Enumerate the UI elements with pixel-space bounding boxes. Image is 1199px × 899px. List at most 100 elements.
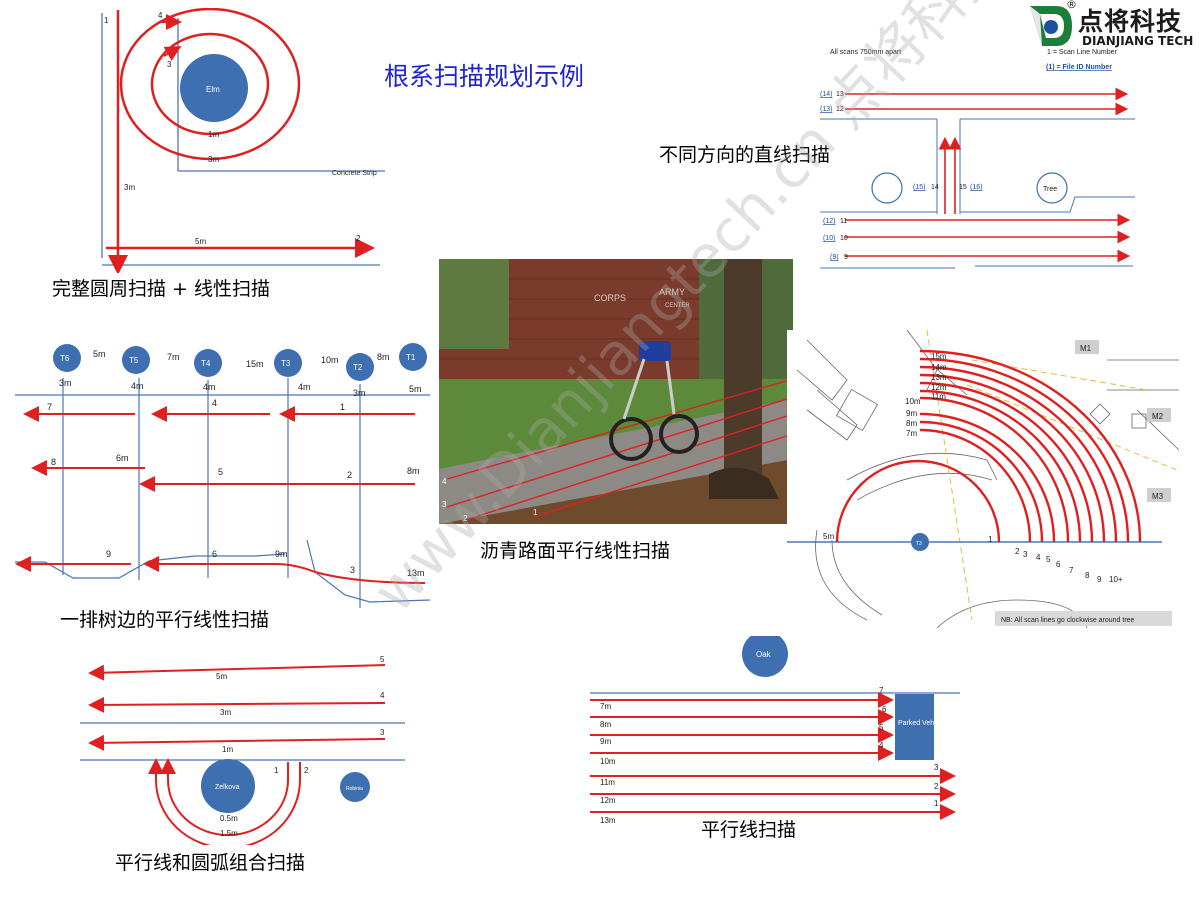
- svg-text:3m: 3m: [220, 708, 231, 717]
- asphalt-scan-photo: CORPS ARMY CENTER 4 3 2 1: [439, 259, 793, 524]
- svg-text:10m: 10m: [905, 397, 921, 406]
- caption-parallel-scan: 平行线扫描: [701, 819, 797, 841]
- svg-text:3: 3: [442, 500, 447, 509]
- svg-text:3: 3: [350, 565, 355, 575]
- diagram-arc-map: T3 5m 15m 14m 13m 12m 11m 10m 9m 8m 7m M…: [787, 330, 1179, 628]
- svg-text:13: 13: [836, 91, 844, 98]
- svg-text:14m: 14m: [931, 363, 947, 372]
- svg-text:(16): (16): [970, 184, 982, 191]
- svg-text:5: 5: [380, 655, 385, 664]
- svg-text:8: 8: [1085, 571, 1090, 580]
- svg-text:13m: 13m: [600, 816, 616, 825]
- svg-text:6: 6: [212, 549, 217, 559]
- svg-text:NB: All scan lines go clockwis: NB: All scan lines go clockwise around t…: [1001, 617, 1135, 624]
- svg-text:10m: 10m: [600, 757, 616, 766]
- svg-text:11m: 11m: [931, 392, 946, 401]
- svg-text:1.5m: 1.5m: [220, 829, 238, 838]
- svg-text:4: 4: [879, 741, 884, 750]
- svg-text:5m: 5m: [409, 384, 422, 394]
- svg-text:3: 3: [167, 60, 172, 69]
- svg-text:11: 11: [840, 218, 847, 225]
- svg-text:All scans 750mm apart: All scans 750mm apart: [830, 49, 901, 56]
- svg-text:Robinia: Robinia: [346, 786, 363, 792]
- svg-text:M3: M3: [1152, 492, 1164, 501]
- svg-text:5m: 5m: [93, 349, 106, 359]
- svg-text:8m: 8m: [600, 720, 611, 729]
- svg-text:14: 14: [931, 184, 939, 191]
- svg-text:12m: 12m: [600, 796, 616, 805]
- svg-text:8: 8: [51, 457, 56, 467]
- svg-text:2: 2: [463, 514, 468, 523]
- svg-text:T6: T6: [60, 354, 70, 363]
- svg-text:0.5m: 0.5m: [220, 814, 238, 823]
- svg-text:4: 4: [1036, 553, 1041, 562]
- logo-registered: ®: [1066, 0, 1077, 11]
- caption-circle-scan: 完整圆周扫描 + 线性扫描: [52, 278, 270, 300]
- svg-text:11m: 11m: [600, 778, 615, 787]
- svg-text:13m: 13m: [931, 373, 947, 382]
- svg-text:4: 4: [442, 477, 447, 486]
- svg-text:1: 1: [988, 535, 993, 544]
- caption-asphalt-scan: 沥青路面平行线性扫描: [480, 540, 671, 562]
- svg-text:5: 5: [218, 467, 223, 477]
- svg-text:4: 4: [380, 691, 385, 700]
- svg-text:T1: T1: [406, 353, 416, 362]
- diagram-circle-scan: Elm 1 4 3 1m 3m Concrete Strip 3m 5m 2: [101, 8, 385, 273]
- svg-text:8m: 8m: [377, 352, 390, 362]
- svg-text:9: 9: [106, 549, 111, 559]
- svg-text:4m: 4m: [131, 381, 144, 391]
- svg-text:4m: 4m: [298, 382, 311, 392]
- svg-text:15m: 15m: [246, 359, 264, 369]
- svg-text:7m: 7m: [167, 352, 180, 362]
- svg-text:2: 2: [356, 234, 361, 243]
- svg-text:9: 9: [844, 254, 848, 261]
- tree-label: Elm: [206, 85, 220, 94]
- svg-text:10m: 10m: [321, 355, 339, 365]
- diagram-line-arc-scan: 5 4 3 5m 3m 1m Zelkova Robinia 1 2 0.5m …: [80, 655, 405, 845]
- gpr-cart-photo: CORPS ARMY CENTER 4 3 2 1: [439, 259, 793, 524]
- svg-text:1m: 1m: [208, 130, 219, 139]
- svg-text:Concrete Strip: Concrete Strip: [332, 170, 377, 177]
- svg-text:4: 4: [212, 398, 217, 408]
- svg-text:6: 6: [1056, 560, 1061, 569]
- svg-text:3: 3: [380, 728, 385, 737]
- svg-text:5m: 5m: [195, 237, 206, 246]
- logo-chinese: 点将科技: [1078, 7, 1183, 36]
- svg-text:6: 6: [882, 705, 887, 714]
- svg-text:CENTER: CENTER: [665, 303, 690, 309]
- svg-text:9m: 9m: [600, 737, 611, 746]
- svg-text:CORPS: CORPS: [594, 293, 626, 303]
- svg-text:15: 15: [959, 184, 967, 191]
- caption-line-arc-scan: 平行线和圆弧组合扫描: [115, 852, 306, 874]
- svg-text:(10): (10): [823, 235, 835, 242]
- svg-text:Tree: Tree: [1043, 186, 1057, 193]
- svg-text:5m: 5m: [216, 672, 227, 681]
- svg-text:5m: 5m: [823, 532, 834, 541]
- svg-text:T3: T3: [916, 541, 922, 547]
- caption-tree-row-scan: 一排树边的平行线性扫描: [60, 609, 270, 631]
- svg-text:(13): (13): [820, 106, 832, 113]
- svg-text:12: 12: [836, 106, 844, 113]
- svg-text:1 = Scan Line Number: 1 = Scan Line Number: [1047, 49, 1118, 56]
- logo-english: DIANJIANG TECH: [1082, 34, 1194, 48]
- svg-text:9m: 9m: [275, 549, 288, 559]
- svg-text:4m: 4m: [203, 382, 216, 392]
- diagram-parallel-scan: Oak Parked Vehicle 7m 8m 9m 10m 11m 12m …: [590, 636, 960, 825]
- svg-text:3: 3: [934, 763, 939, 772]
- svg-text:9: 9: [1097, 575, 1102, 584]
- svg-text:7: 7: [1069, 566, 1074, 575]
- svg-text:6m: 6m: [116, 453, 129, 463]
- svg-text:Zelkova: Zelkova: [215, 784, 240, 791]
- svg-text:2: 2: [304, 766, 309, 775]
- svg-text:10+: 10+: [1109, 575, 1123, 584]
- svg-text:T4: T4: [201, 359, 211, 368]
- caption-direction-scan: 不同方向的直线扫描: [659, 144, 831, 166]
- svg-text:2: 2: [934, 782, 939, 791]
- svg-text:1: 1: [533, 508, 538, 517]
- svg-text:M2: M2: [1152, 412, 1164, 421]
- svg-text:(15): (15): [913, 184, 925, 191]
- svg-text:5: 5: [879, 723, 884, 732]
- diagram-tree-row-scan: T6 T5 T4 T3 T2 T1 5m 7m 15m 10m 8m 3m 4m…: [15, 343, 431, 608]
- company-logo: 点将科技 ® DIANJIANG TECH: [1026, 0, 1196, 50]
- svg-text:9m: 9m: [906, 409, 917, 418]
